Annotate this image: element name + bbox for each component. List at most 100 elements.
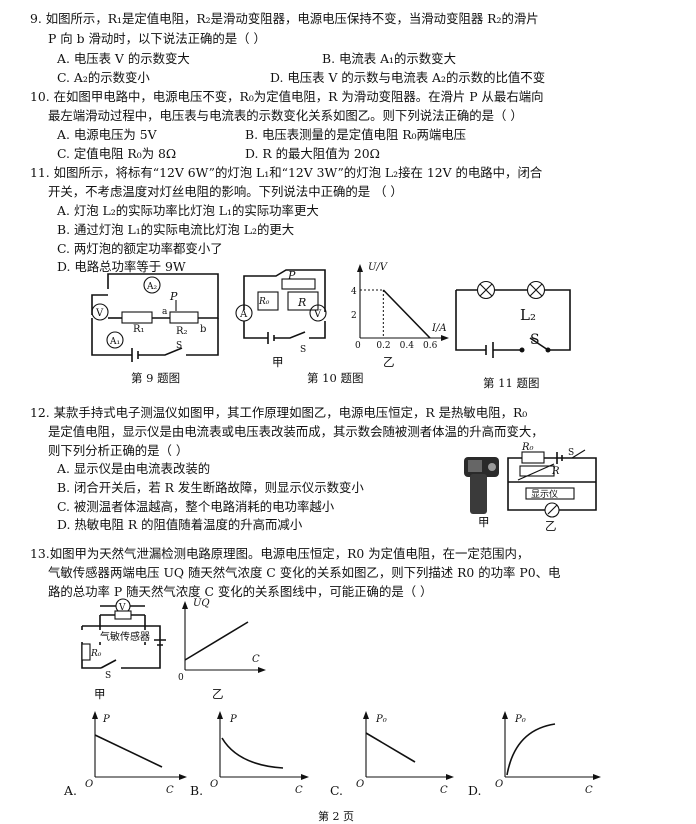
- q10-stem-line1: 10. 在如图甲电路中，电源电压不变，R₀为定值电阻，R 为滑动变阻器。在滑片 …: [30, 89, 544, 104]
- opt-b-ylabel: P: [229, 714, 237, 725]
- graph-data-line: [382, 289, 431, 339]
- q10-option-d: D. R 的最大阻值为 20Ω: [245, 146, 380, 161]
- option-letter-b: B.: [190, 783, 204, 798]
- fig9-label-v: V: [95, 308, 104, 319]
- q11-option-d: D. 电路总功率等于 9W: [57, 259, 186, 274]
- q13-stem-line2: 气敏传感器两端电压 UQ 随天然气浓度 C 变化的关系如图乙，则下列描述 R0 …: [48, 565, 561, 580]
- q10-option-b: B. 电压表测量的是定值电阻 R₀两端电压: [245, 127, 467, 142]
- graph-ytick-1: 4: [351, 287, 357, 297]
- fig13-label-sensor: 气敏传感器: [100, 630, 150, 643]
- opt-d-ylabel: P₀: [514, 714, 526, 725]
- fig9-caption: 第 9 题图: [131, 371, 181, 385]
- fig10-label-a: A: [239, 309, 248, 320]
- q13-stem-line3: 路的总功率 P 随天然气浓度 C 变化的关系图线中，可能正确的是（ ）: [48, 584, 433, 599]
- fig9-label-r2: R₂: [176, 326, 188, 337]
- fig9-label-b: b: [200, 324, 206, 335]
- q12-option-a: A. 显示仪是由电流表改装的: [57, 461, 211, 476]
- opt-a-origin: O: [85, 779, 93, 790]
- fig10-label-r0: R₀: [258, 297, 270, 307]
- opt-a-xlabel: C: [166, 785, 174, 796]
- ammeter-a2: [143, 276, 161, 294]
- q12-option-c: C. 被测温者体温越高，整个电路消耗的电功率越小: [57, 499, 335, 514]
- fig9-label-r1: R₁: [133, 324, 145, 335]
- option-graph-a: P C O: [85, 711, 187, 796]
- option-graph-d: P₀ C O: [495, 711, 601, 796]
- q10-option-a: A. 电源电压为 5V: [57, 127, 157, 142]
- opt-c-origin: O: [356, 779, 364, 790]
- graph-ytick-0: 2: [351, 311, 357, 321]
- uq-graph-curve: [184, 621, 249, 661]
- q9-option-b: B. 电流表 A₁的示数变大: [322, 51, 456, 66]
- fig9-label-a2: A₂: [146, 282, 157, 292]
- fig13-resistor-r0: [81, 643, 91, 661]
- fig13-yi: 乙: [212, 687, 224, 701]
- fig12-label-s: S: [568, 448, 574, 458]
- fig10-label-s: S: [300, 345, 306, 355]
- uq-graph-origin: 0: [178, 673, 184, 683]
- rheostat-r: [287, 291, 319, 311]
- fig10-label-p: P: [287, 269, 296, 282]
- graph-xtick-1: 0.4: [400, 341, 415, 351]
- q9-option-c: C. A₂的示数变小: [57, 70, 150, 85]
- graph-xtick-0: 0.2: [376, 341, 390, 351]
- q12-option-d: D. 热敏电阻 R 的阻值随着温度的升高而减小: [57, 517, 303, 532]
- fig10-caption: 第 10 题图: [307, 371, 364, 385]
- opt-c-ylabel: P₀: [375, 714, 387, 725]
- fig12-label-r: R: [551, 466, 560, 477]
- option-letter-c: C.: [330, 783, 343, 798]
- q10-option-c: C. 定值电阻 R₀为 8Ω: [57, 146, 177, 161]
- option-graph-b: P C O: [210, 711, 309, 796]
- q11-option-c: C. 两灯泡的额定功率都变小了: [57, 241, 223, 256]
- option-letter-d: D.: [468, 783, 482, 798]
- q12-option-b: B. 闭合开关后，若 R 发生断路故障，则显示仪示数变小: [57, 480, 364, 495]
- q12-stem-line3: 则下列分析正确的是（ ）: [48, 443, 189, 458]
- opt-a-ylabel: P: [102, 714, 110, 725]
- fig11-label-s: S: [530, 332, 540, 348]
- option-letter-a: A.: [64, 783, 77, 798]
- q9-option-d: D. 电压表 V 的示数与电流表 A₂的示数的比值不变: [270, 70, 546, 85]
- q12-stem-line1: 12. 某款手持式电子测温仪如图甲，其工作原理如图乙，电源电压恒定，R 是热敏电…: [30, 405, 528, 420]
- ammeter-a1: [106, 331, 124, 349]
- fig13-jia: 甲: [94, 687, 106, 701]
- fig9-label-s: S: [176, 341, 182, 351]
- fig10-jia: 甲: [272, 355, 284, 369]
- fig13-label-v: V: [118, 603, 126, 613]
- voltmeter-v: [91, 303, 109, 321]
- graph-ylabel: U/V: [368, 262, 389, 273]
- fig10-label-v: V: [313, 309, 322, 320]
- q11-stem-line2: 开关，不考虑温度对灯丝电阻的影响。下列说法中正确的是 （ ）: [48, 184, 403, 199]
- q12-stem-line2: 是定值电阻，显示仪是由电流表或电压表改装而成，其示数会随被测者体温的升高而变大，: [48, 424, 544, 439]
- graph-origin: 0: [355, 341, 361, 351]
- uq-graph-ylabel: UQ: [193, 598, 210, 609]
- q11-option-a: A. 灯泡 L₂的实际功率比灯泡 L₁的实际功率更大: [57, 203, 319, 218]
- fig9-label-a1: A₁: [109, 337, 120, 347]
- fig12-label-display: 显示仪: [531, 489, 558, 500]
- fig10-slider-top: [281, 278, 316, 290]
- q10-stem-line2: 最左端滑动过程中，电压表与电流表的示数变化关系如图乙。则下列说法正确的是（ ）: [48, 108, 523, 123]
- opt-b-xlabel: C: [295, 785, 303, 796]
- page-number: 第 2 页: [318, 810, 354, 823]
- q9-option-a: A. 电压表 V 的示数变大: [57, 51, 190, 66]
- lamp-l1: [476, 280, 496, 300]
- fig9-label-a: a: [162, 307, 168, 317]
- resistor-r0: [257, 291, 279, 311]
- fig11-label-l2: L₂: [520, 306, 536, 324]
- fig12-yi: 乙: [545, 519, 557, 533]
- lamp-l2: [526, 280, 546, 300]
- opt-d-xlabel: C: [585, 785, 593, 796]
- fig9-label-p: P: [169, 290, 178, 303]
- fig13-label-s: S: [105, 671, 111, 681]
- fig13-label-r0: R₀: [90, 649, 102, 659]
- fig12-jia: 甲: [478, 515, 490, 529]
- opt-d-origin: O: [495, 779, 503, 790]
- fig10-voltmeter: [309, 304, 327, 322]
- graph-xlabel: I/A: [431, 323, 447, 334]
- fig11-caption: 第 11 题图: [483, 376, 540, 390]
- fig12-label-r0: R₀: [521, 442, 534, 453]
